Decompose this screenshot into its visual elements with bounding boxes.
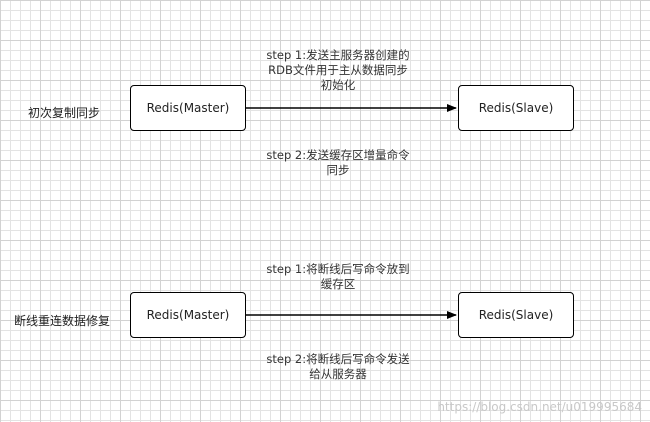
slave-node-initial-sync[interactable]: Redis(Slave) — [458, 85, 574, 131]
step1-initial-sync: step 1:发送主服务器创建的 RDB文件用于主从数据同步 初始化 — [266, 48, 410, 92]
section-label-initial-sync: 初次复制同步 — [28, 106, 101, 120]
step2-reconnect-repair: step 2:将断线后写命令发送 给从服务器 — [266, 352, 410, 381]
step1-reconnect-repair: step 1:将断线后写命令放到 缓存区 — [266, 262, 410, 291]
section-label-reconnect-repair: 断线重连数据修复 — [14, 314, 111, 328]
master-node-reconnect-repair[interactable]: Redis(Master) — [130, 292, 246, 338]
step2-initial-sync: step 2:发送缓存区增量命令 同步 — [266, 148, 410, 177]
master-node-initial-sync[interactable]: Redis(Master) — [130, 85, 246, 131]
slave-node-reconnect-repair[interactable]: Redis(Slave) — [458, 292, 574, 338]
watermark: https://blog.csdn.net/u019995684 — [437, 400, 642, 414]
